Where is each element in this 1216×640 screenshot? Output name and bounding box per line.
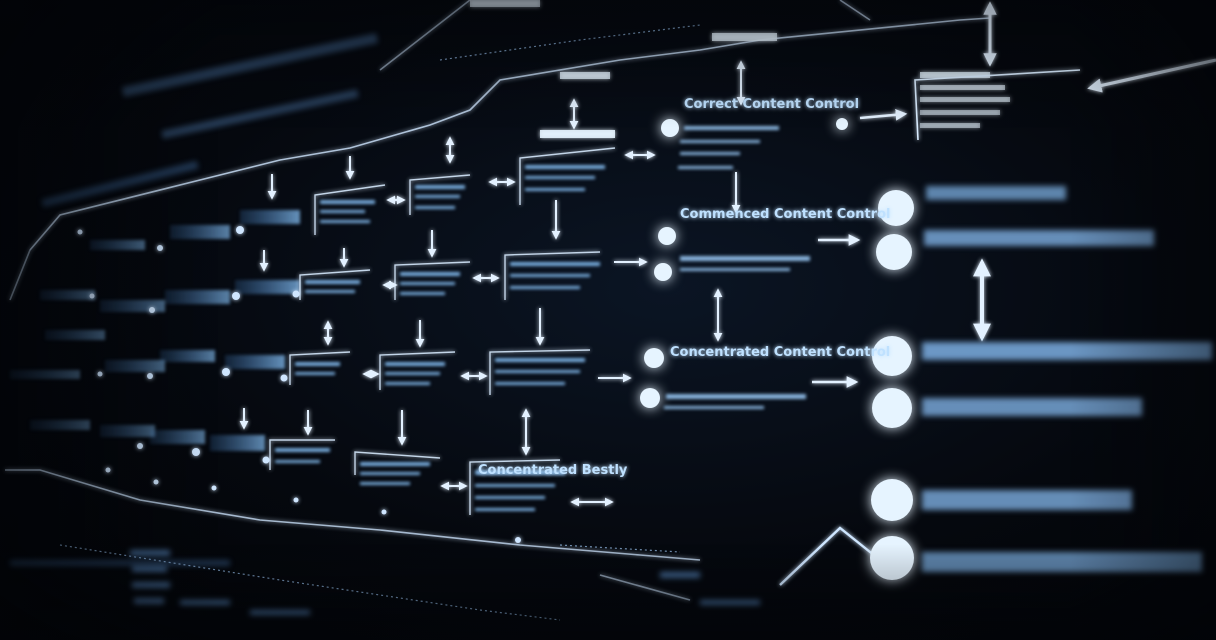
node-dot-icon <box>876 234 912 270</box>
node-dot-icon <box>872 388 912 428</box>
node-label-lower: Concentrated Content Control <box>670 345 890 360</box>
left-node-columns <box>10 210 300 451</box>
node-label-top: Correct Content Control <box>684 97 859 112</box>
node-dot-icon <box>871 479 913 521</box>
right-blurred-labels <box>922 186 1212 572</box>
node-label-bottom: Concentrated Bestly <box>478 463 628 478</box>
right-bracket <box>914 69 1081 141</box>
node-dot-icon <box>640 388 660 408</box>
node-sublines <box>664 126 810 409</box>
arrow-left-icon <box>1087 58 1216 93</box>
arrow-right-icon <box>859 109 908 121</box>
node-dot-icon <box>870 536 914 580</box>
node-dot-icon <box>654 263 672 281</box>
node-dot-icon <box>661 119 679 137</box>
mid-node-boxes <box>269 147 616 515</box>
bottom-blurred-text <box>130 550 760 615</box>
connector-arrows <box>239 1 1216 507</box>
node-dot-icon <box>836 118 848 130</box>
node-dot-icon <box>658 227 676 245</box>
node-dot-icon <box>644 348 664 368</box>
node-label-mid: Commenced Content Control <box>680 207 890 222</box>
